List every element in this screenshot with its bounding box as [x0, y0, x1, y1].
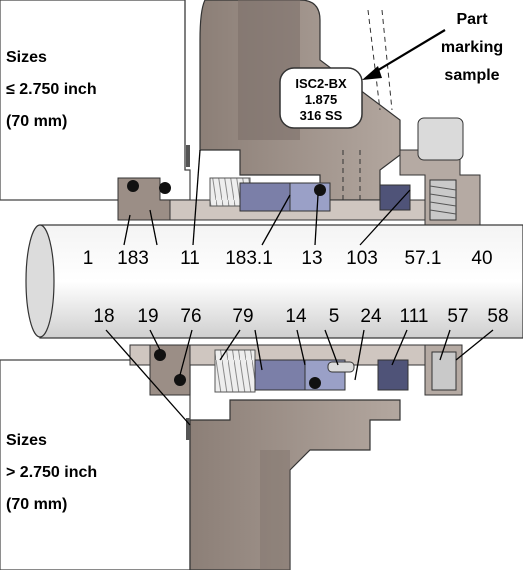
- part-number-79: 79: [232, 306, 253, 327]
- part-number-11: 11: [180, 248, 200, 269]
- oring-upper-1: [159, 182, 171, 194]
- oring-lower-1: [309, 377, 321, 389]
- pump-housing-upper: [0, 0, 191, 201]
- oring-13-upper: [314, 184, 326, 196]
- set-screw-57-lower: [431, 351, 457, 391]
- part-number-19: 19: [137, 306, 158, 327]
- top-size-line-2: ≤ 2.750 inch: [6, 81, 97, 98]
- callout-line-2: marking: [441, 39, 503, 56]
- part-number-5: 5: [329, 306, 340, 327]
- part-number-183: 183: [117, 248, 149, 269]
- part-number-57: 57: [447, 306, 468, 327]
- part-marking-tag: [279, 67, 363, 129]
- shaft: [39, 224, 523, 339]
- upper-leader-lines: [123, 149, 411, 246]
- spring-lower: [214, 349, 256, 393]
- tag-line-3: 316 SS: [300, 108, 343, 123]
- flush-port-lines: [342, 9, 393, 200]
- gasket-lower: [186, 418, 190, 440]
- bottom-size-line-3: (70 mm): [6, 496, 67, 513]
- bottom-size-line-2: > 2.750 inch: [6, 464, 97, 481]
- gland-lower-shadow: [260, 450, 290, 570]
- part-number-1: 1: [83, 248, 94, 269]
- part-marking-arrowhead: [362, 66, 382, 80]
- set-screw-57-1: [429, 179, 457, 221]
- oring-76-lower: [174, 374, 186, 386]
- tag-line-1: ISC2-BX: [295, 76, 347, 91]
- shaft-end: [25, 224, 55, 338]
- lower-leader-lines: [105, 329, 494, 426]
- gland-lower: [189, 399, 401, 570]
- seal-ring-lower: [377, 359, 409, 391]
- screw-thread-upper: [429, 185, 457, 215]
- part-number-13: 13: [301, 248, 322, 269]
- part-number-40: 40: [471, 248, 492, 269]
- drive-pin-lower: [327, 361, 355, 373]
- part-number-14: 14: [285, 306, 307, 327]
- part-number-111: 111: [400, 306, 429, 327]
- oring-183-upper: [127, 180, 139, 192]
- callout-line-3: sample: [444, 67, 499, 84]
- part-number-183-1: 183.1: [225, 248, 273, 269]
- callout-line-1: Part: [456, 11, 488, 28]
- bottom-size-line-1: Sizes: [6, 432, 47, 449]
- top-size-line-1: Sizes: [6, 49, 47, 66]
- rotary-face-lower: [254, 359, 306, 391]
- tag-line-2: 1.875: [305, 92, 338, 107]
- set-screw-40: [417, 117, 464, 161]
- rotary-face-upper: [239, 182, 291, 212]
- part-marking-arrow: [369, 29, 446, 76]
- part-number-24: 24: [360, 306, 382, 327]
- part-number-58: 58: [487, 306, 508, 327]
- part-number-18: 18: [93, 306, 114, 327]
- part-number-103: 103: [346, 248, 378, 269]
- part-number-57-1: 57.1: [405, 248, 442, 269]
- gasket-upper: [186, 145, 190, 167]
- oring-19-lower: [154, 349, 166, 361]
- top-size-line-3: (70 mm): [6, 113, 67, 130]
- pump-housing-lower: [0, 359, 191, 570]
- part-number-76: 76: [180, 306, 201, 327]
